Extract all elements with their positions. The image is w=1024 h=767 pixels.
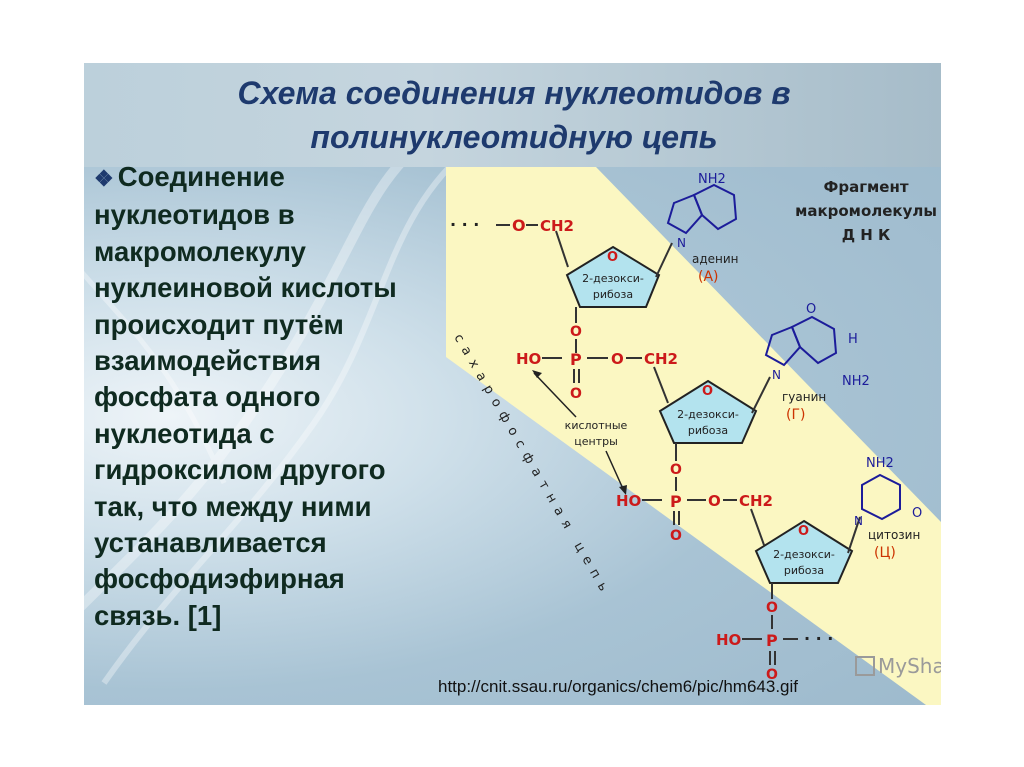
chain-start-dots: · · · <box>450 215 479 234</box>
guanine-h: H <box>848 332 858 347</box>
adenine-label: аденин <box>692 252 739 266</box>
acid-centers-label-2: центры <box>574 435 618 448</box>
ch2-1: CH2 <box>540 217 574 235</box>
watermark-text: MyShared <box>878 654 941 678</box>
phosphorus-2: P <box>670 492 682 511</box>
ribose-ring-2 <box>658 379 758 444</box>
slide: Схема соединения нуклеотидов в полинукле… <box>84 63 941 705</box>
guanine-code: (Г) <box>786 407 805 423</box>
source-url[interactable]: http://cnit.ssau.ru/organics/chem6/pic/h… <box>438 677 799 696</box>
ribose-ring-1 <box>565 245 661 308</box>
adenine-nh2: NH2 <box>698 172 726 187</box>
ch2-2: CH2 <box>644 350 678 368</box>
hydroxyl-2: HO <box>616 492 641 510</box>
guanine-base: O H NH2 N гуанин (Г) <box>764 302 870 423</box>
slide-title: Схема соединения нуклеотидов в полинукле… <box>104 71 924 159</box>
body-text: Соединение нуклеотидов в макромолекулу н… <box>94 161 397 631</box>
oxygen-4: O <box>570 386 582 402</box>
acid-centers-label-1: кислотные <box>565 419 628 432</box>
cytosine-base: NH2 O N цитозин (Ц) <box>854 456 922 561</box>
oxygen-3: O <box>611 350 624 368</box>
oxygen-8: O <box>766 600 778 616</box>
guanine-nh2: NH2 <box>842 374 870 389</box>
dna-helix-background <box>84 119 466 685</box>
ribose-label-3a: 2-дезокси- <box>773 548 835 561</box>
ribose-label-3b: рибоза <box>784 564 824 577</box>
acid-center-arrow-2 <box>605 450 625 492</box>
oxygen-5: O <box>670 462 682 478</box>
body-paragraph: ❖Соединение нуклеотидов в макромолекулу … <box>94 159 434 634</box>
cytosine-oxygen: O <box>912 506 922 521</box>
cytosine-nh2: NH2 <box>866 456 894 471</box>
ring-oxygen-2: O <box>702 384 713 399</box>
adenine-n: N <box>677 236 686 250</box>
ribose-label-2b: рибоза <box>688 424 728 437</box>
oxygen-9: O <box>766 667 778 683</box>
guanine-oxygen: O <box>806 302 816 317</box>
ring-oxygen-1: O <box>607 250 618 265</box>
adenine-code: (А) <box>698 269 719 285</box>
adenine-base: NH2 N аденин (А) <box>666 172 739 285</box>
hydroxyl-1: HO <box>516 350 541 368</box>
title-line-2: полинуклеотидную цепь <box>310 119 718 155</box>
chain-end-dots: · · · <box>804 629 833 648</box>
ring-oxygen-3: O <box>798 524 809 539</box>
ribose-label-2a: 2-дезокси- <box>677 408 739 421</box>
bullet-icon: ❖ <box>94 166 114 191</box>
ribose-label-1a: 2-дезокси- <box>582 272 644 285</box>
oxygen-1: O <box>512 216 526 235</box>
acid-center-arrow-1 <box>533 372 577 418</box>
hydroxyl-3: HO <box>716 631 741 649</box>
guanine-n: N <box>772 368 781 382</box>
dna-fragment-diagram: Фрагмент макромолекулы Д Н К · · · O CH2… <box>446 167 941 705</box>
phosphorus-3: P <box>766 631 778 650</box>
caption-line-2: макромолекулы <box>795 202 937 220</box>
oxygen-6: O <box>708 492 721 510</box>
caption-line-1: Фрагмент <box>823 178 908 196</box>
title-line-1: Схема соединения нуклеотидов в <box>237 75 791 111</box>
cytosine-label: цитозин <box>868 528 920 542</box>
phosphorus-1: P <box>570 350 582 369</box>
cytosine-code: (Ц) <box>874 545 896 561</box>
guanine-label: гуанин <box>782 390 826 404</box>
myshared-watermark: MyShared <box>855 654 941 678</box>
ribose-ring-3 <box>754 519 854 584</box>
caption-line-3: Д Н К <box>842 226 891 244</box>
ribose-label-1b: рибоза <box>593 288 633 301</box>
ch2-3: CH2 <box>739 492 773 510</box>
cytosine-n: N <box>854 514 863 528</box>
title-band <box>84 63 941 167</box>
oxygen-7: O <box>670 528 682 544</box>
oxygen-2: O <box>570 324 582 340</box>
